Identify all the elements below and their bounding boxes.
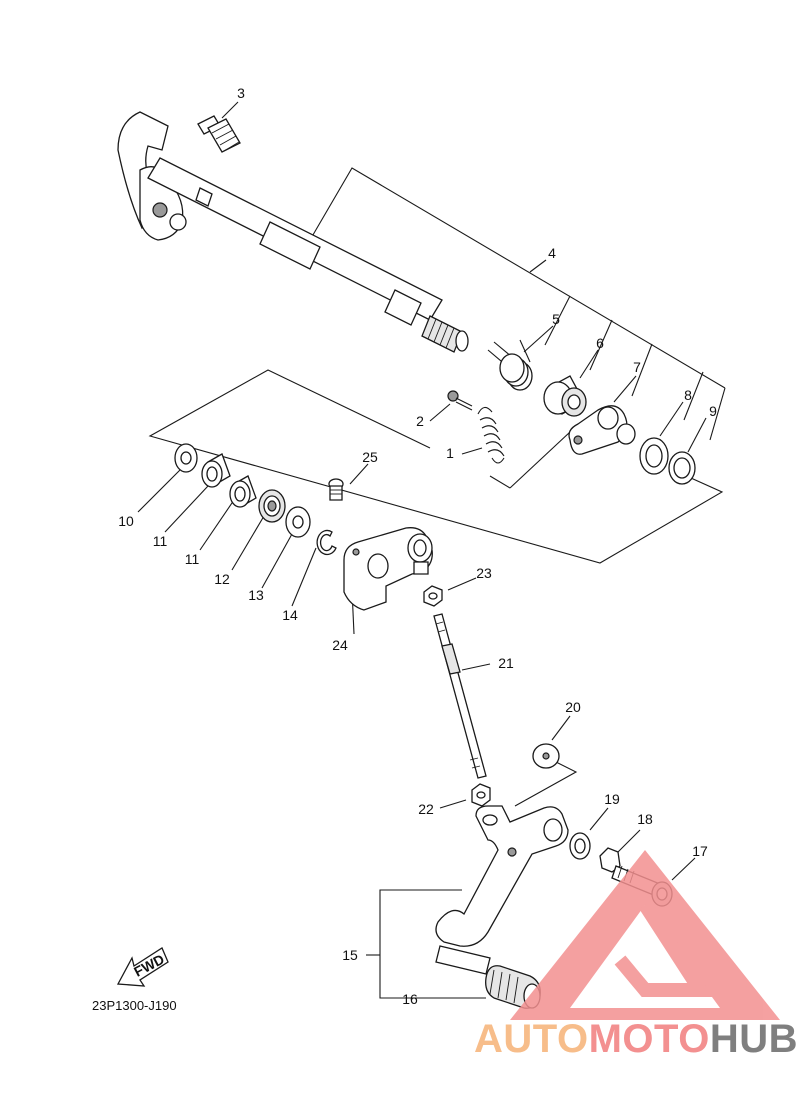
- washer-8-part: [639, 437, 669, 475]
- leader-lines: [137, 101, 726, 999]
- callout-2: 2: [416, 413, 424, 429]
- watermark-text-auto: AUTO: [474, 1017, 589, 1061]
- circlip-9-part: [668, 451, 696, 485]
- callout-19: 19: [604, 791, 620, 807]
- callout-16: 16: [402, 991, 418, 1007]
- callout-15: 15: [342, 947, 358, 963]
- shift-arm-24-part: [343, 527, 433, 611]
- callout-7: 7: [633, 359, 641, 375]
- washer-10-part: [174, 443, 198, 473]
- callout-6: 6: [596, 335, 604, 351]
- callout-14: 14: [282, 607, 298, 623]
- callout-25: 25: [362, 449, 378, 465]
- circlip-14-part: [316, 529, 337, 556]
- callout-8: 8: [684, 387, 692, 403]
- callout-4: 4: [548, 245, 556, 261]
- callout-22: 22: [418, 801, 434, 817]
- watermark-text-moto: MOTO: [589, 1017, 710, 1061]
- bolt-25-part: [328, 478, 344, 501]
- washer-20-part: [532, 743, 560, 769]
- callout-10: 10: [118, 513, 134, 529]
- bearing-11a-part: [201, 453, 231, 488]
- torsion-spring-part: [487, 339, 533, 391]
- nut-22-part: [471, 783, 491, 807]
- callout-20: 20: [565, 699, 581, 715]
- callout-labels: 1234567891011111213141516171819202122232…: [118, 85, 717, 1007]
- callout-21: 21: [498, 655, 514, 671]
- callout-5: 5: [552, 311, 560, 327]
- callout-11a: 11: [153, 533, 168, 549]
- coil-spring-1-part: [477, 406, 505, 464]
- callout-9: 9: [709, 403, 717, 419]
- washer-13-part: [285, 506, 311, 538]
- watermark-logo: [510, 850, 780, 1020]
- callout-18: 18: [637, 811, 653, 827]
- nut-23-part: [423, 585, 443, 607]
- shift-shaft-part: [117, 111, 469, 353]
- callout-24: 24: [332, 637, 348, 653]
- watermark-text: AUTOMOTOHUB: [474, 1017, 798, 1061]
- diagram-code: 23P1300-J190: [92, 998, 177, 1013]
- washer-19-part: [569, 832, 591, 860]
- bolt-2-part: [447, 390, 473, 411]
- fwd-arrow-icon: FWD: [116, 947, 169, 987]
- callout-23: 23: [476, 565, 492, 581]
- shift-pedal-15-part: [435, 805, 569, 975]
- callout-3: 3: [237, 85, 245, 101]
- callout-11b: 11: [185, 551, 200, 567]
- shift-rod-21-part: [433, 613, 487, 779]
- lever-plate-part: [568, 405, 636, 455]
- bearing-11b-part: [229, 475, 257, 508]
- bearing-12-part: [258, 489, 286, 523]
- callout-13: 13: [248, 587, 264, 603]
- watermark-text-hub: HUB: [710, 1017, 798, 1061]
- nut-18-part: [599, 847, 621, 873]
- fwd-label: FWD: [131, 951, 167, 980]
- collar-part: [543, 375, 587, 417]
- stud-bolt-part: [197, 115, 241, 153]
- callout-17: 17: [692, 843, 708, 859]
- callout-1: 1: [446, 445, 454, 461]
- callout-12: 12: [214, 571, 230, 587]
